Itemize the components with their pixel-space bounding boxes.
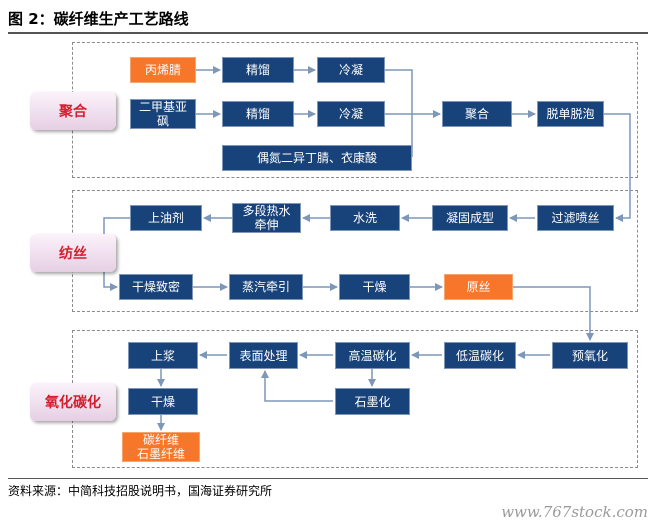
node-dry-final: 干燥 [128,388,198,415]
title-divider [8,32,648,34]
stage-spinning: 纺丝 [30,234,116,272]
node-high-carbonization: 高温碳化 [335,342,410,369]
arrow-degassing-filter [604,113,631,222]
figure-title: 图 2：碳纤维生产工艺路线 [8,10,189,28]
node-filter-spin: 过滤喷丝 [537,205,614,231]
node-precursor: 原丝 [444,274,513,300]
stage-polymerization: 聚合 [30,92,116,130]
arrow-graphite-surface [261,370,333,402]
node-degassing: 脱单脱泡 [537,101,604,127]
stage-oxidation-carbonization: 氧化碳化 [30,383,116,421]
arrow-condense1-merge [385,69,413,114]
node-graphite-fiber: 石墨纤维 [136,447,185,461]
node-condense-2: 冷凝 [317,101,385,127]
node-dmso-label: 二甲基亚砜 [138,100,187,128]
node-pre-oxidation: 预氧化 [552,342,628,369]
arrow-precursor-preox [513,286,594,341]
node-dry-densify: 干燥致密 [119,274,193,300]
node-distill-1: 精馏 [222,57,294,83]
watermark: www.767stock.com [501,503,648,521]
node-water-wash: 水洗 [330,205,400,231]
node-coagulation: 凝固成型 [432,205,508,231]
node-dry: 干燥 [339,274,410,300]
node-surface-treatment: 表面处理 [229,342,298,369]
node-sizing: 上浆 [128,342,198,369]
node-carbon-fiber: 碳纤维 [142,433,179,447]
node-multi-stretch-label: 多段热水牵伸 [242,204,291,232]
node-polymerize: 聚合 [442,101,512,127]
node-aibn-itaconic: 偶氮二异丁腈、衣康酸 [222,145,412,171]
node-distill-2: 精馏 [222,101,294,127]
node-oiling: 上油剂 [130,205,202,231]
node-multi-stretch: 多段热水牵伸 [232,203,301,233]
node-final-products: 碳纤维 石墨纤维 [122,432,200,462]
source-note: 资料来源：中简科技招股说明书，国海证券研究所 [8,484,273,498]
node-steam-stretch: 蒸汽牵引 [229,274,303,300]
node-condense-1: 冷凝 [317,57,385,83]
source-divider [8,478,648,479]
node-low-carbonization: 低温碳化 [444,342,516,369]
node-graphitization: 石墨化 [335,388,410,415]
node-acrylonitrile: 丙烯腈 [130,57,196,83]
node-dmso: 二甲基亚砜 [130,99,196,129]
